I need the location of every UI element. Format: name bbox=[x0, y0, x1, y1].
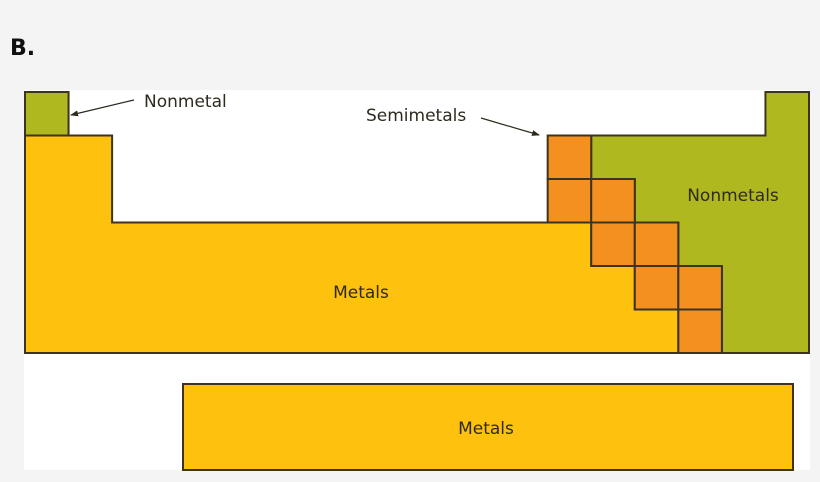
nonmetal-label: Nonmetal bbox=[144, 92, 227, 112]
semimetals-arrow bbox=[480, 117, 540, 136]
semimetal-cells bbox=[546, 134, 723, 354]
semimetal-cell bbox=[633, 221, 680, 267]
semimetal-cell bbox=[590, 178, 636, 224]
semimetal-cell bbox=[633, 265, 680, 311]
metals-label: Metals bbox=[333, 283, 389, 303]
lower-metals-block bbox=[182, 383, 794, 471]
semimetal-cell bbox=[677, 308, 723, 354]
nonmetals-label: Nonmetals bbox=[687, 186, 779, 206]
semimetal-cell bbox=[546, 134, 593, 180]
semimetal-cell bbox=[546, 178, 593, 224]
semimetal-cell bbox=[677, 265, 723, 311]
semimetals-label: Semimetals bbox=[366, 106, 466, 126]
hydrogen-nonmetal-cell bbox=[24, 91, 70, 137]
nonmetal-arrow bbox=[70, 99, 135, 117]
panel-label: B. bbox=[10, 36, 36, 61]
semimetal-cell bbox=[590, 221, 636, 267]
metals-lower-label: Metals bbox=[458, 419, 514, 439]
